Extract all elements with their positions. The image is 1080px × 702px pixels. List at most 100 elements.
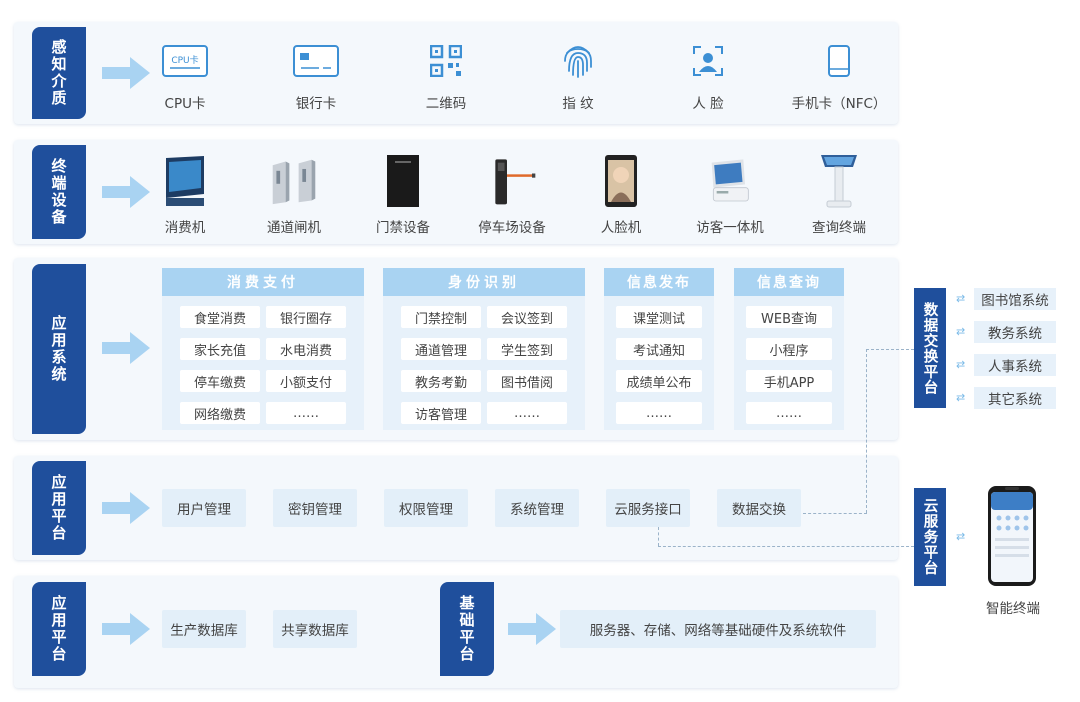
query-terminal-icon: [821, 155, 857, 208]
smart-terminal-label: 智能终端: [986, 601, 1040, 617]
cloud-platform-label: 云服务平台: [914, 488, 946, 586]
visitor-kiosk-icon: [711, 159, 749, 202]
app-platform-label: 应用平台: [32, 461, 86, 555]
connector-line: [866, 349, 867, 513]
fingerprint-icon: [564, 46, 592, 78]
app-cell: 教务考勤: [401, 370, 481, 392]
sense-item-label: 二维码: [425, 96, 467, 112]
svg-text:CPU卡: CPU卡: [171, 54, 198, 66]
app-cell: ……: [266, 402, 346, 424]
base-platform-label: 基础平台: [440, 582, 494, 676]
group-consume-title: 消费支付: [162, 268, 364, 296]
terminal-item-visitor: 访客一体机: [675, 152, 785, 236]
terminal-item-label: 停车场设备: [478, 220, 546, 236]
sense-label: 感知介质: [32, 27, 86, 119]
exchange-system-item: 图书馆系统: [974, 288, 1056, 310]
app-cell: 图书借阅: [487, 370, 567, 392]
app-cell: WEB查询: [746, 306, 832, 328]
connector-line: [658, 527, 659, 546]
arrow-right-icon: [102, 176, 150, 208]
app-cell: 课堂测试: [616, 306, 702, 328]
terminal-item-turnstile: 通道闸机: [239, 152, 349, 236]
app-cell: 小程序: [746, 338, 832, 360]
app-cell: 停车缴费: [180, 370, 260, 392]
face-terminal-icon: [605, 155, 637, 207]
terminal-item-label: 通道闸机: [267, 220, 321, 236]
terminal-item-label: 门禁设备: [376, 220, 430, 236]
exchange-arrows-icon: ⇄: [956, 391, 966, 404]
parking-device-icon: [495, 159, 536, 205]
arrow-right-icon: [102, 332, 150, 364]
exchange-arrows-icon: ⇄: [956, 358, 966, 371]
sense-item-fingerprint: 指 纹: [523, 36, 633, 112]
sense-item-qr: 二维码: [391, 36, 501, 112]
app-system-label: 应用系统: [32, 264, 86, 434]
app-cell: 家长充值: [180, 338, 260, 360]
terminal-item-label: 消费机: [164, 220, 206, 236]
sense-item-bank-card: 银行卡: [261, 36, 371, 112]
app-cell: 门禁控制: [401, 306, 481, 328]
terminal-item-face-terminal: 人脸机: [566, 152, 676, 236]
connector-line: [866, 349, 914, 350]
terminal-panel: [14, 140, 898, 244]
arrow-right-icon: [102, 492, 150, 524]
bank-card-icon: [293, 45, 339, 77]
exchange-system-item: 教务系统: [974, 321, 1056, 343]
exchange-arrows-icon: ⇄: [956, 292, 966, 305]
platform-item: 权限管理: [384, 489, 468, 527]
group-publish-title: 信息发布: [604, 268, 714, 296]
sense-item-label: 银行卡: [295, 96, 337, 112]
terminal-item-label: 访客一体机: [696, 220, 764, 236]
database-item: 共享数据库: [273, 610, 357, 648]
pos-machine-icon: [166, 156, 204, 206]
arrow-right-icon: [508, 613, 556, 645]
terminal-label: 终端设备: [32, 145, 86, 239]
sense-item-label: CPU卡: [164, 96, 206, 112]
exchange-arrows-icon: ⇄: [956, 325, 966, 338]
turnstile-icon: [272, 159, 316, 205]
platform-item: 云服务接口: [606, 489, 690, 527]
app-cell: 考试通知: [616, 338, 702, 360]
app-cell: 食堂消费: [180, 306, 260, 328]
app-cell: ……: [616, 402, 702, 424]
connector-line: [803, 513, 867, 514]
app-cell: 手机APP: [746, 370, 832, 392]
app-cell: ……: [487, 402, 567, 424]
platform-item: 用户管理: [162, 489, 246, 527]
sense-item-label: 指 纹: [562, 96, 594, 112]
app-cell: ……: [746, 402, 832, 424]
app-cell: 成绩单公布: [616, 370, 702, 392]
terminal-item-parking: 停车场设备: [457, 152, 567, 236]
platform-item: 密钥管理: [273, 489, 357, 527]
exchange-platform-label: 数据交换平台: [914, 288, 946, 408]
sense-item-face: 人 脸: [653, 36, 763, 112]
app-cell: 小额支付: [266, 370, 346, 392]
terminal-item-label: 查询终端: [812, 220, 866, 236]
app-cell: 网络缴费: [180, 402, 260, 424]
app-cell: 学生签到: [487, 338, 567, 360]
arrow-right-icon: [102, 57, 150, 89]
base-platform-text: 服务器、存储、网络等基础硬件及系统软件: [560, 610, 876, 648]
platform-item: 系统管理: [495, 489, 579, 527]
smartphone-icon: [988, 486, 1036, 586]
cpu-card-icon: CPU卡: [162, 45, 208, 77]
sense-item-label: 手机卡（NFC）: [791, 96, 887, 112]
database-item: 生产数据库: [162, 610, 246, 648]
app-cell: 访客管理: [401, 402, 481, 424]
exchange-system-item: 其它系统: [974, 387, 1056, 409]
sense-item-label: 人 脸: [692, 96, 724, 112]
group-query-title: 信息查询: [734, 268, 844, 296]
group-identity-title: 身份识别: [383, 268, 585, 296]
exchange-arrows-icon: ⇄: [956, 530, 966, 543]
access-control-icon: [387, 155, 419, 207]
app-cell: 通道管理: [401, 338, 481, 360]
qr-code-icon: [430, 45, 462, 77]
platform-item: 数据交换: [717, 489, 801, 527]
exchange-system-item: 人事系统: [974, 354, 1056, 376]
app-cell: 水电消费: [266, 338, 346, 360]
terminal-item-pos: 消费机: [130, 152, 240, 236]
terminal-item-label: 人脸机: [600, 220, 642, 236]
phone-card-icon: [828, 45, 850, 77]
app-cell: 会议签到: [487, 306, 567, 328]
face-icon: [693, 46, 723, 76]
